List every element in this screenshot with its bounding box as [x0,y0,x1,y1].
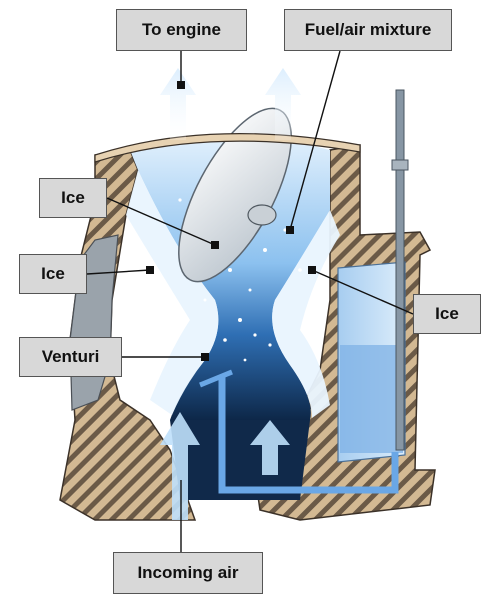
needle-rod-cap [391,159,409,171]
fuel-nozzle-line [199,369,233,388]
ice-buildup-right [272,210,340,418]
label-to-engine: To engine [116,9,247,51]
inflow-arrows [160,412,290,520]
label-ice-wall: Ice [19,254,87,294]
label-ice-throttle: Ice [39,178,107,218]
leader-dots [146,81,316,361]
ice-buildup-left [126,170,219,415]
needle-rod [395,89,405,451]
label-fuel-air-mixture: Fuel/air mixture [284,9,452,51]
fuel-line [218,375,399,494]
outflow-arrows [160,68,301,140]
leader-lines [86,50,414,552]
carburetor-throat [130,135,330,420]
float-bowl-fuel [340,345,403,453]
throttle-shaft [247,204,277,226]
label-incoming-air: Incoming air [113,552,263,594]
label-venturi: Venturi [19,337,122,377]
label-ice-right: Ice [413,294,481,334]
